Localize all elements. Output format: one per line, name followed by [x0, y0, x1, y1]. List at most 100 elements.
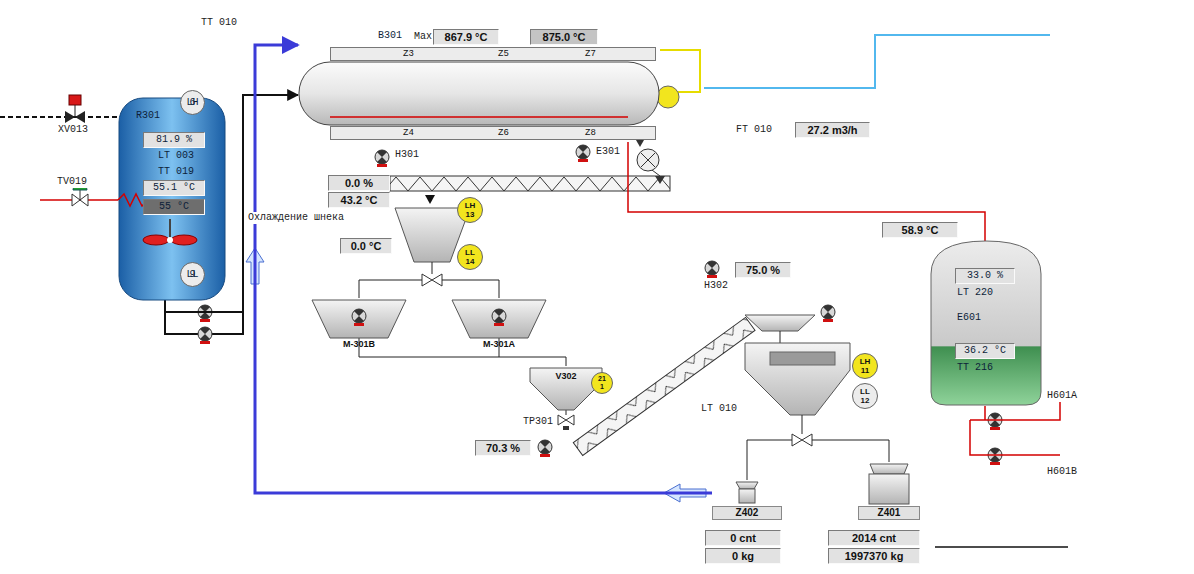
product-hopper — [745, 315, 889, 480]
vessel-outline — [330, 116, 628, 118]
status-indicator: 211 — [591, 372, 613, 394]
vessel-outline — [352, 309, 366, 326]
value-box: 0.0 °C — [340, 238, 392, 254]
vessel-outline — [299, 62, 659, 125]
vessel-outline — [452, 300, 546, 338]
node-text: 55.1 °C — [153, 182, 195, 194]
mill-hopper: M-301B — [312, 298, 406, 350]
node-text: R301 — [136, 110, 160, 122]
value-box: 867.9 °C — [433, 29, 499, 45]
vessel-outline — [312, 300, 406, 338]
hopper — [432, 262, 433, 274]
value-box: 81.9 % — [143, 132, 205, 148]
node-text: LT 220 — [957, 287, 993, 299]
buffer-hopper: V302 — [530, 366, 602, 412]
node-text: E601 — [957, 312, 981, 324]
vessel-outline — [930, 240, 1042, 406]
bagging-station: Z401 — [858, 462, 920, 520]
value-box: 70.3 % — [475, 440, 531, 456]
product-hopper — [780, 331, 781, 343]
rule-line — [935, 546, 1068, 548]
value-box: 33.0 % — [955, 268, 1015, 284]
drive-line — [704, 35, 1050, 88]
node-text: 13 — [466, 210, 475, 219]
feed-line — [0, 95, 118, 123]
furnace: B301Z3Z5Z7Z4Z6Z8 — [298, 28, 660, 142]
incline-conveyor — [573, 317, 755, 455]
node-text: 55 °C — [159, 201, 189, 213]
node-text: 6 — [189, 97, 195, 109]
node-text: LL — [465, 248, 475, 257]
pump-tag: H601A — [1046, 390, 1078, 402]
incline-conveyor — [573, 317, 755, 455]
level-tag: LT 010 — [700, 403, 738, 415]
node-text: 33.0 % — [967, 270, 1003, 282]
node-text: V302 — [555, 371, 576, 381]
rotary-valve — [636, 140, 644, 147]
node-text: 70.3 % — [486, 442, 520, 454]
flow-tag: FT 010 — [735, 124, 773, 136]
node-text: Z8 — [585, 128, 596, 139]
hopper — [442, 280, 499, 298]
value-box: 27.2 m3/h — [795, 122, 870, 138]
fan-symbol — [576, 145, 590, 162]
vessel-outline — [169, 219, 171, 240]
fan-symbol — [988, 448, 1002, 465]
tag-label: TT 010 — [200, 17, 238, 29]
product-hopper — [745, 343, 850, 415]
node-text: 14 — [466, 257, 475, 266]
node-text: 12 — [861, 396, 870, 405]
heater-zone-bar: Z3Z5Z7 — [330, 47, 656, 61]
node-text: TT 216 — [957, 362, 993, 374]
node-text: Z5 — [498, 49, 509, 60]
hopper — [359, 280, 422, 298]
vessel-outline — [739, 489, 755, 503]
node-text: Z401 — [858, 506, 920, 520]
node-text: 11 — [861, 366, 869, 375]
node-text: 0 cnt — [730, 532, 756, 544]
tag-label: Max — [413, 31, 433, 43]
node-text: 21 — [598, 375, 606, 383]
value-box: 58.9 °C — [882, 222, 958, 238]
level-switch: LL9 — [180, 262, 205, 287]
valve-tag: TP301 — [522, 416, 554, 428]
valve-tag: TV019 — [56, 176, 88, 188]
heating-line — [80, 190, 81, 200]
level-switch: LH13 — [457, 197, 483, 223]
vessel-outline — [492, 309, 506, 326]
fan-symbol — [375, 145, 1002, 465]
node-text: 875.0 °C — [543, 31, 586, 43]
vessel-outline — [298, 28, 660, 142]
node-text: 2014 cnt — [852, 532, 896, 544]
dosing-valve — [566, 415, 574, 425]
node-text: 0.0 % — [345, 177, 373, 189]
fan-symbol — [821, 305, 835, 322]
product-hopper — [812, 440, 889, 462]
hopper — [432, 274, 442, 286]
vessel-outline — [167, 237, 173, 243]
product-hopper — [802, 415, 803, 434]
value-box: 875.0 °C — [530, 29, 598, 45]
node-text: 36.2 °C — [964, 345, 1006, 357]
hopper — [422, 274, 432, 286]
hopper — [359, 208, 566, 366]
fan-symbol — [538, 440, 552, 457]
rotary-valve — [637, 149, 659, 171]
level-switch: LH6 — [180, 90, 205, 115]
vessel-outline — [931, 241, 1041, 405]
vessel-outline — [736, 482, 758, 489]
value-box: 0.0 % — [328, 175, 390, 191]
node-text: 867.9 °C — [445, 31, 488, 43]
node-text: M-301B — [343, 339, 375, 349]
node-text: 0 kg — [732, 550, 754, 562]
node-text: 81.9 % — [156, 134, 192, 146]
feed-line — [75, 105, 76, 117]
vessel-outline — [119, 98, 225, 300]
pump-symbol — [198, 327, 212, 344]
node-text: Z4 — [403, 128, 414, 139]
pump-symbol — [198, 305, 212, 322]
feed-line — [69, 95, 81, 105]
drive-line — [657, 35, 1050, 108]
pump-tag: H601B — [1046, 466, 1078, 478]
level-switch: LH11 — [852, 353, 878, 379]
